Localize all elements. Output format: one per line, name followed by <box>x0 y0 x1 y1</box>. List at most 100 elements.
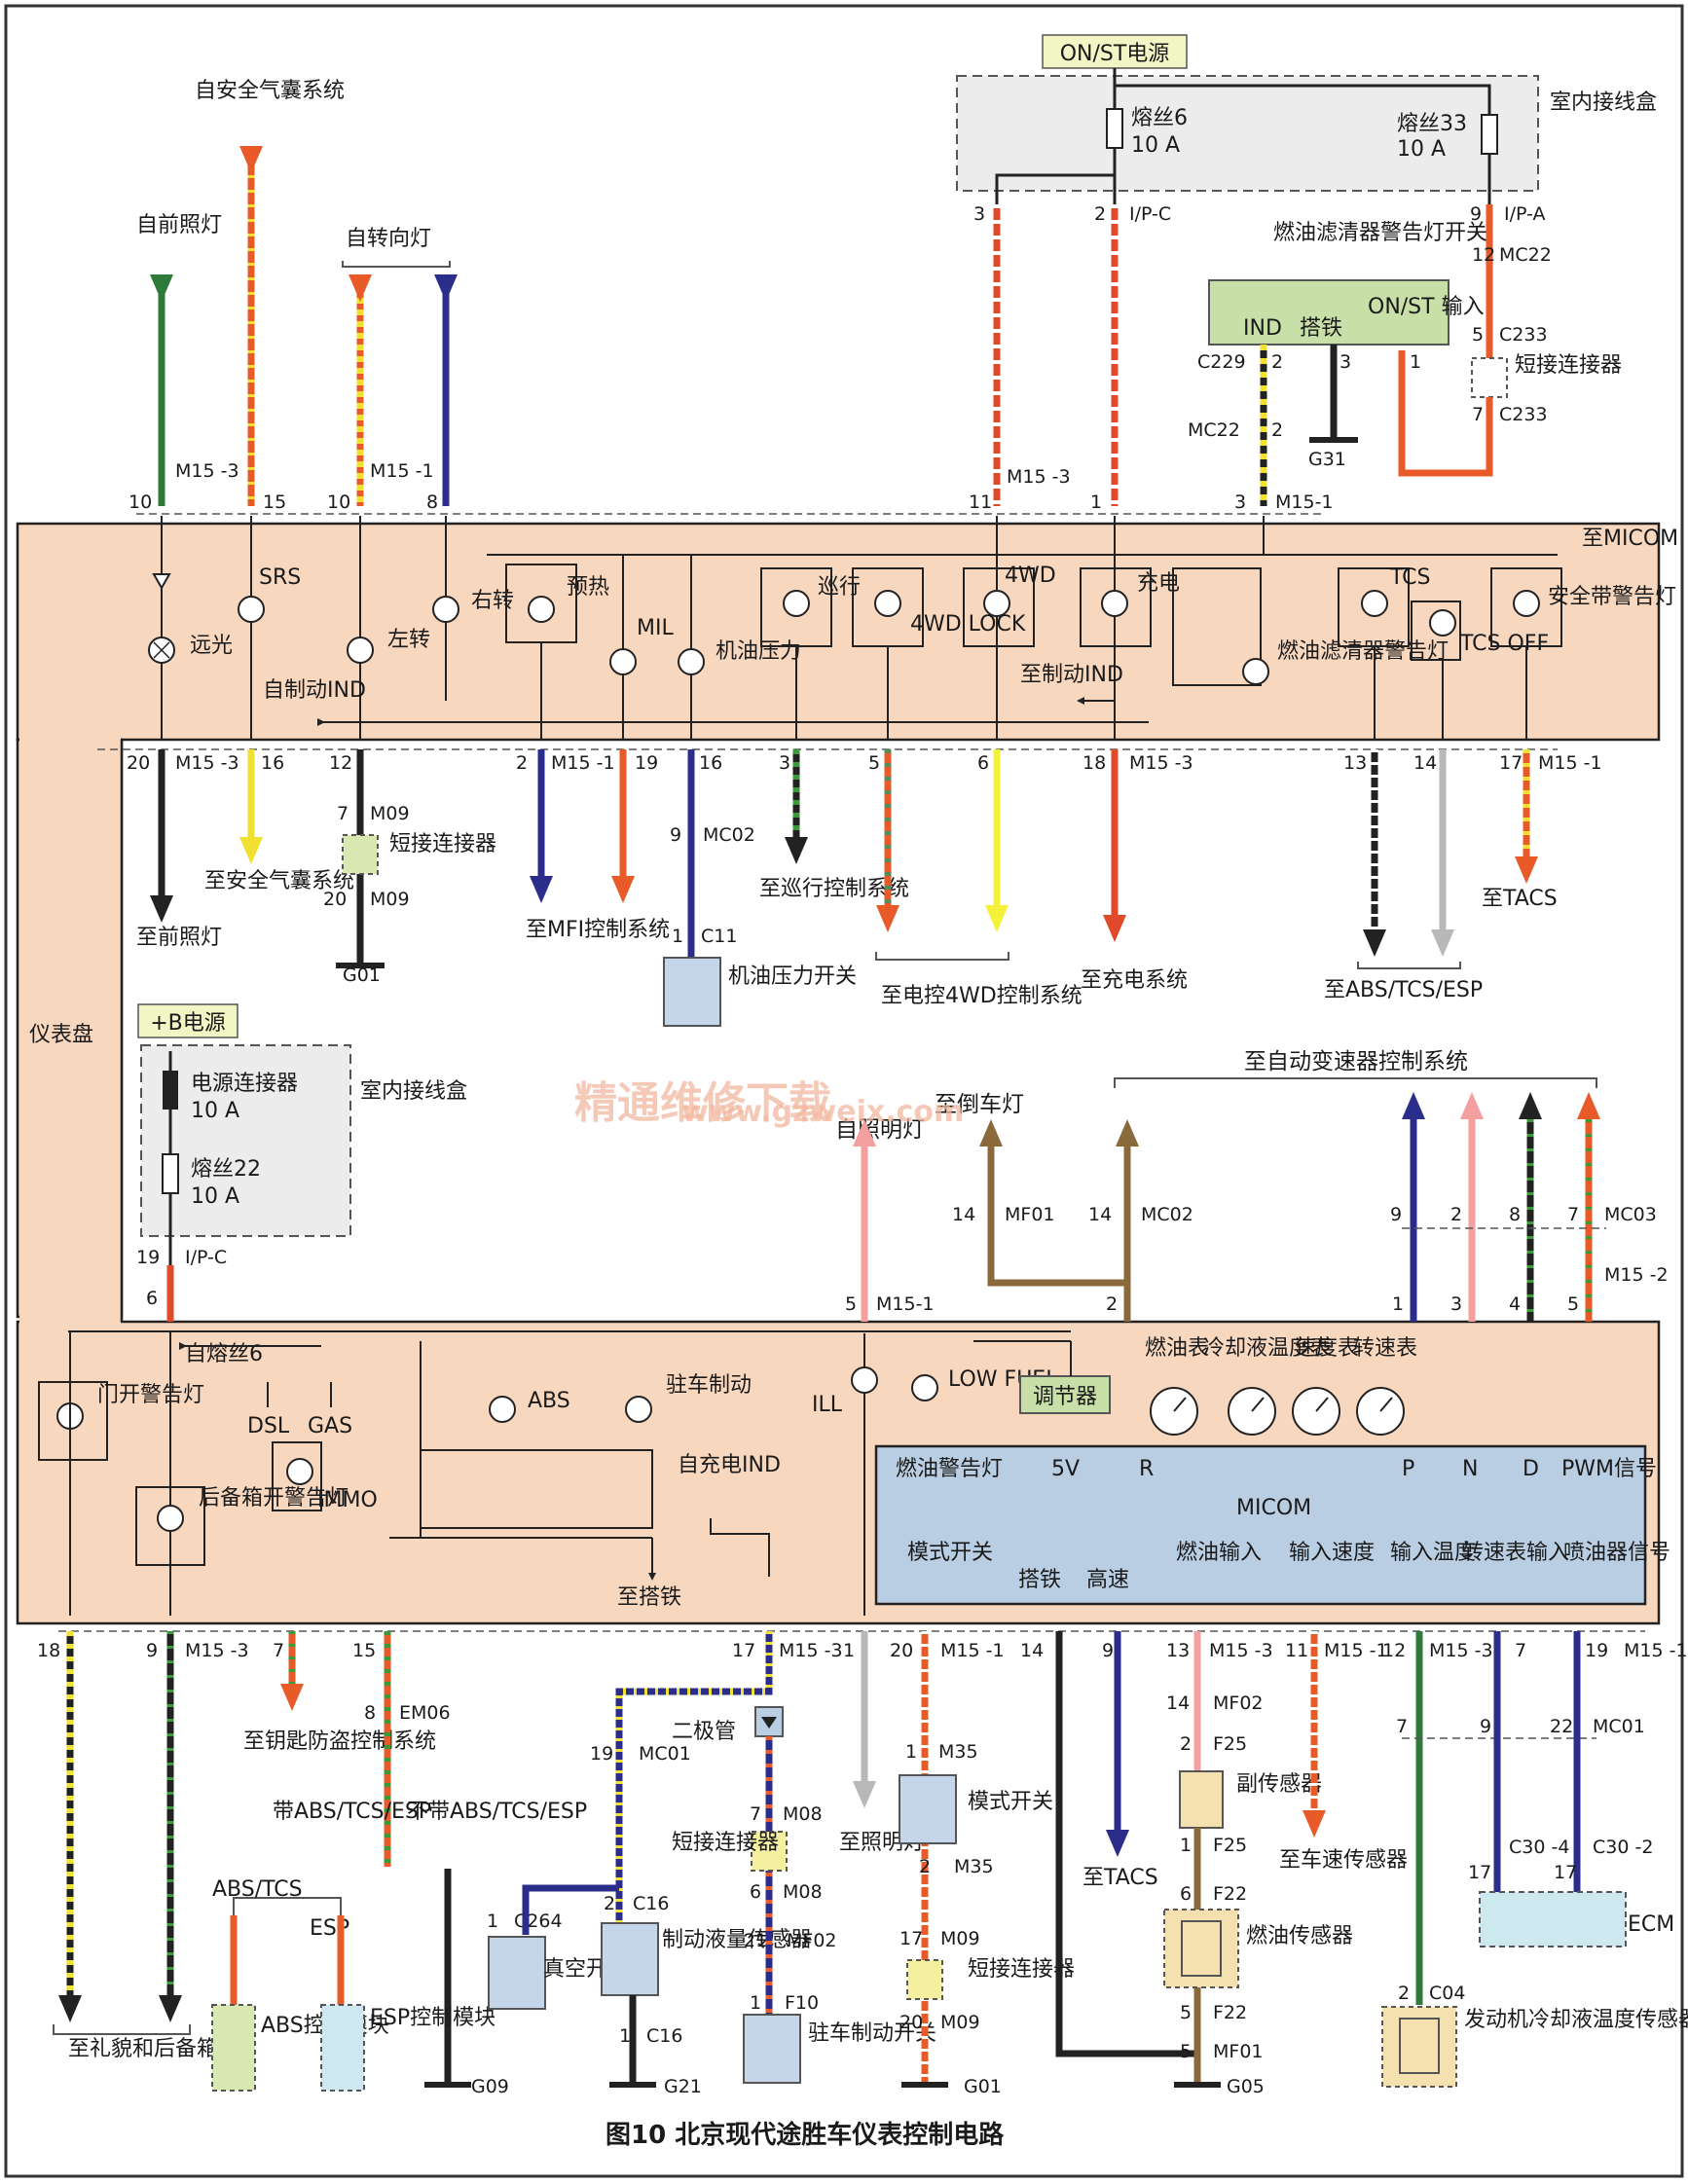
svg-text:3: 3 <box>973 203 985 225</box>
svg-text:M15 -2: M15 -2 <box>1604 1264 1669 1286</box>
svg-text:7: 7 <box>337 803 349 824</box>
svg-text:MC02: MC02 <box>1141 1204 1193 1225</box>
brake-fluid-sensor <box>601 1922 659 1996</box>
svg-text:燃油警告灯: 燃油警告灯 <box>896 1457 1003 1481</box>
svg-text:远光: 远光 <box>190 634 233 658</box>
svg-text:6: 6 <box>977 752 989 774</box>
svg-text:C16: C16 <box>646 2025 682 2047</box>
svg-text:5: 5 <box>845 1293 857 1315</box>
svg-text:11: 11 <box>1285 1640 1308 1661</box>
speedometer <box>1292 1387 1340 1436</box>
svg-text:C11: C11 <box>701 926 737 947</box>
svg-text:制动液量传感器: 制动液量传感器 <box>662 1928 812 1952</box>
svg-text:带ABS/TCS/ESP: 带ABS/TCS/ESP <box>273 1800 431 1824</box>
junction-box <box>956 75 1539 192</box>
svg-text:9: 9 <box>1480 1716 1491 1737</box>
svg-text:F22: F22 <box>1213 2002 1247 2023</box>
svg-text:短接连接器: 短接连接器 <box>389 832 496 856</box>
svg-text:C233: C233 <box>1499 404 1548 425</box>
svg-text:M08: M08 <box>783 1803 823 1825</box>
svg-text:4WD: 4WD <box>1005 564 1056 588</box>
svg-text:F25: F25 <box>1213 1733 1247 1755</box>
svg-text:I/P-C: I/P-C <box>185 1247 227 1268</box>
svg-text:速度表: 速度表 <box>1295 1336 1359 1361</box>
svg-text:5: 5 <box>1180 2002 1192 2023</box>
svg-text:3: 3 <box>1339 351 1351 373</box>
svg-text:G01: G01 <box>964 2076 1002 2097</box>
vacuum-switch <box>488 1936 546 2010</box>
svg-text:20: 20 <box>890 1640 913 1661</box>
abs-module <box>211 2004 256 2092</box>
svg-text:1: 1 <box>619 2025 631 2047</box>
svg-text:至搭铁: 至搭铁 <box>617 1585 681 1610</box>
high-beam-lamp <box>148 637 175 664</box>
charge-lamp <box>1080 567 1152 647</box>
svg-text:转速表输入: 转速表输入 <box>1462 1541 1569 1565</box>
svg-text:C16: C16 <box>633 1893 669 1914</box>
svg-text:M15 -1: M15 -1 <box>940 1640 1005 1661</box>
svg-text:MF02: MF02 <box>1213 1693 1264 1714</box>
tachometer <box>1356 1387 1405 1436</box>
svg-text:1: 1 <box>1180 1835 1192 1856</box>
svg-text:C30 -2: C30 -2 <box>1593 1837 1653 1858</box>
power-connector-icon <box>163 1071 178 1110</box>
svg-text:5: 5 <box>1567 1293 1579 1315</box>
svg-text:ILL: ILL <box>812 1393 843 1417</box>
svg-text:9: 9 <box>1470 203 1482 225</box>
svg-text:16: 16 <box>699 752 722 774</box>
svg-text:自充电IND: 自充电IND <box>678 1453 781 1477</box>
svg-text:熔丝22: 熔丝22 <box>191 1157 261 1182</box>
svg-text:1: 1 <box>750 1992 761 2014</box>
svg-text:2: 2 <box>604 1893 615 1914</box>
svg-text:IND: IND <box>1243 316 1282 341</box>
svg-text:2: 2 <box>1398 1983 1410 2004</box>
low-fuel-lamp <box>911 1374 938 1401</box>
svg-text:TCS OFF: TCS OFF <box>1459 632 1549 656</box>
svg-text:14: 14 <box>1020 1640 1044 1661</box>
svg-text:室内接线盒: 室内接线盒 <box>360 1079 467 1104</box>
svg-text:6: 6 <box>750 1881 761 1903</box>
svg-text:至MICOM: 至MICOM <box>1582 527 1678 551</box>
svg-text:14: 14 <box>1413 752 1437 774</box>
svg-text:17: 17 <box>1554 1862 1577 1883</box>
svg-text:至电控4WD控制系统: 至电控4WD控制系统 <box>881 984 1083 1008</box>
svg-text:F10: F10 <box>785 1992 819 2014</box>
svg-text:M08: M08 <box>783 1881 823 1903</box>
junction-box-label: 室内接线盒 <box>1550 91 1657 115</box>
svg-text:2: 2 <box>1271 419 1283 441</box>
turn-from-label: 自转向灯 <box>346 227 431 251</box>
svg-text:1: 1 <box>1410 351 1421 373</box>
svg-text:C30 -4: C30 -4 <box>1509 1837 1569 1858</box>
svg-text:14: 14 <box>952 1204 975 1225</box>
svg-text:10: 10 <box>327 491 350 513</box>
svg-text:1: 1 <box>1090 491 1102 513</box>
svg-text:13: 13 <box>1343 752 1367 774</box>
svg-text:10 A: 10 A <box>191 1184 239 1209</box>
svg-text:SRS: SRS <box>259 565 301 590</box>
svg-text:2: 2 <box>1180 1733 1192 1755</box>
short-connector-m09-bottom <box>906 1959 943 2000</box>
svg-text:4: 4 <box>1509 1293 1521 1315</box>
svg-text:MC03: MC03 <box>1604 1204 1657 1225</box>
svg-text:短接连接器: 短接连接器 <box>1515 353 1622 378</box>
svg-text:G01: G01 <box>343 965 381 986</box>
svg-text:10: 10 <box>128 491 152 513</box>
svg-text:M15 -3: M15 -3 <box>175 752 239 774</box>
svg-text:M09: M09 <box>940 2012 980 2033</box>
svg-text:转速表: 转速表 <box>1353 1336 1417 1361</box>
svg-text:10 A: 10 A <box>1397 137 1446 162</box>
svg-text:18: 18 <box>37 1640 60 1661</box>
svg-text:二极管: 二极管 <box>672 1720 736 1744</box>
svg-text:右转: 右转 <box>471 589 514 613</box>
oil-pressure-lamp <box>678 648 705 675</box>
svg-text:21: 21 <box>744 1930 767 1951</box>
trunk-warn-lamp <box>135 1486 205 1566</box>
svg-text:ECM: ECM <box>1628 1912 1674 1937</box>
airbag-from-label: 自安全气囊系统 <box>195 79 345 103</box>
svg-text:5: 5 <box>1472 324 1484 346</box>
svg-text:至自动变速器控制系统: 至自动变速器控制系统 <box>1244 1049 1468 1074</box>
svg-text:12: 12 <box>1382 1640 1406 1661</box>
svg-text:MC01: MC01 <box>1593 1716 1645 1737</box>
svg-text:9: 9 <box>670 824 681 846</box>
short-connector-top <box>1471 357 1508 398</box>
